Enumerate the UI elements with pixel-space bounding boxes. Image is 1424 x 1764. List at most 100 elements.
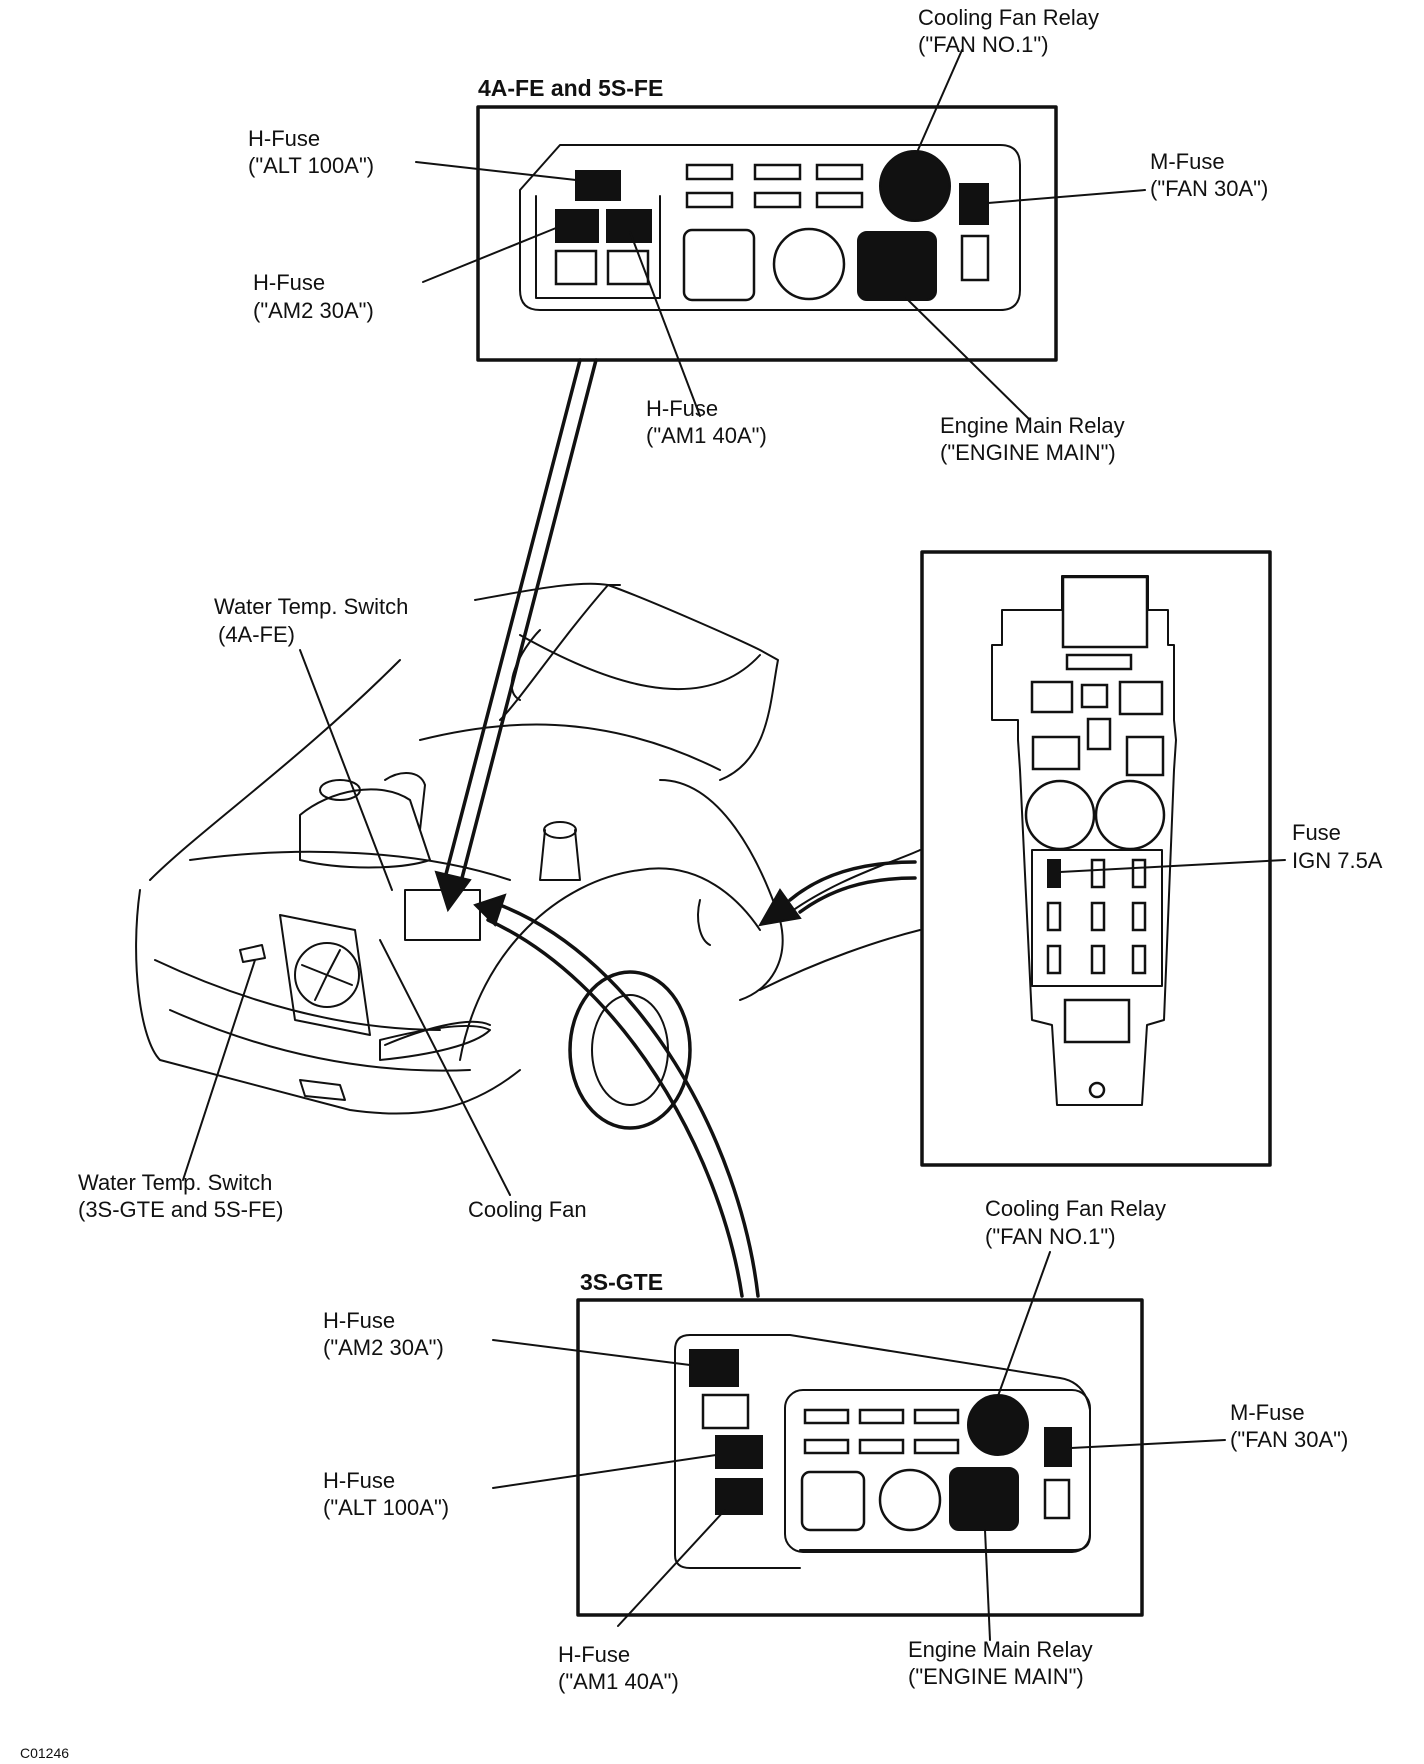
top-engine-main-relay-label: Engine Main Relay (940, 413, 1125, 438)
top-panel-frame (476, 105, 1058, 362)
arrow-top-panel-shaft-a (443, 358, 582, 880)
junction-connector (1080, 683, 1109, 709)
bottom-m-fuse-code: ("FAN 30A") (1230, 1427, 1348, 1452)
top-spare-slot-2 (606, 249, 650, 286)
junction-fuse (1131, 944, 1147, 975)
top-h-fuse-alt-label: H-Fuse (248, 126, 320, 151)
car-illustration (135, 582, 921, 1130)
bottom-fuse-alt-100a (715, 1435, 763, 1469)
cooling-fan-label: Cooling Fan (468, 1197, 587, 1222)
bottom-small-fuse-slot (1043, 1478, 1071, 1520)
top-mini-fuse (815, 191, 864, 209)
top-m-fuse-code: ("FAN 30A") (1150, 176, 1268, 201)
front-bumper (135, 889, 521, 1115)
top-h-fuse-am1-code: ("AM1 40A") (646, 423, 767, 448)
windshield-base (519, 634, 761, 690)
arrow-top-panel-shaft-b (460, 358, 598, 880)
top-h-fuse-am2-code: ("AM2 30A") (253, 298, 374, 323)
bottom-labels: Cooling Fan Relay ("FAN NO.1") M-Fuse ("… (323, 1196, 1348, 1694)
water-temp-switch-sensor (239, 944, 266, 963)
battery (404, 889, 481, 941)
water-temp-switch-4afe-label: Water Temp. Switch (214, 594, 408, 619)
bottom-relay-block-outline (784, 1389, 1091, 1553)
top-relay-socket (682, 228, 756, 302)
junction-fuse (1090, 858, 1106, 889)
top-fuse-am2-30a (555, 209, 599, 243)
bottom-engine-main-relay-label: Engine Main Relay (908, 1637, 1093, 1662)
bottom-panel-frame (576, 1298, 1144, 1617)
bottom-cooling-fan-relay-label: Cooling Fan Relay (985, 1196, 1166, 1221)
reservoir-cap (543, 821, 577, 839)
bottom-fuse-am1-40a (715, 1478, 763, 1515)
junction-fuse (1131, 901, 1147, 932)
arrow-side-panel-shaft-b (798, 876, 917, 914)
top-engine-main-relay-code: ("ENGINE MAIN") (940, 440, 1116, 465)
bottom-mini-fuse (858, 1408, 905, 1425)
bottom-mini-fuse (913, 1408, 960, 1425)
bottom-h-fuse-am1-label: H-Fuse (558, 1642, 630, 1667)
junction-slot (1086, 717, 1112, 751)
sill-line (759, 929, 921, 991)
arrow-top-panel-head (434, 870, 472, 913)
top-small-fuse-slot (960, 234, 990, 282)
body-side-line (779, 849, 921, 921)
intake (384, 772, 426, 831)
bottom-h-fuse-am2-code: ("AM2 30A") (323, 1335, 444, 1360)
bottom-engine-main-relay (949, 1467, 1019, 1531)
car-callout-lines (182, 649, 511, 1196)
fog-light (299, 1079, 346, 1101)
top-fuse-holder-outline (535, 195, 661, 299)
radiator (279, 914, 371, 1036)
top-panel-header: 4A-FE and 5S-FE (478, 75, 663, 101)
side-marker (697, 899, 711, 946)
fuse-ign-code: IGN 7.5A (1292, 848, 1383, 873)
top-mini-fuse (753, 163, 802, 181)
top-round-relay-socket (772, 227, 846, 301)
cowl-line (419, 723, 721, 771)
top-m-fuse-fan (959, 183, 989, 225)
water-temp-switch-3sgte-label: Water Temp. Switch (78, 1170, 272, 1195)
bottom-m-fuse-label: M-Fuse (1230, 1400, 1305, 1425)
arrow-bottom-panel-shaft-a (486, 918, 744, 1298)
top-spare-slot-1 (554, 249, 598, 286)
hood-edge-left (149, 659, 401, 881)
junction-connector (1030, 680, 1074, 714)
top-relay-block-outline (519, 144, 1021, 311)
bottom-spare-slot (701, 1393, 750, 1430)
bottom-panel: 3S-GTE (576, 1269, 1144, 1617)
car-labels: Water Temp. Switch (4A-FE) Water Temp. S… (78, 594, 587, 1222)
side-panel-frame (920, 550, 1272, 1167)
pointer-arrows (434, 358, 917, 1298)
windshield-top (474, 582, 621, 601)
junction-round-relay (1024, 779, 1096, 851)
junction-relay (1061, 575, 1149, 649)
fan-blades (301, 949, 353, 1001)
fuse-ign-label: Fuse (1292, 820, 1341, 845)
figure-code: C01246 (20, 1745, 69, 1761)
bottom-callout-lines (492, 1251, 1226, 1641)
side-panel (920, 550, 1286, 1167)
wheel-hub (591, 994, 669, 1106)
junction-mount-hole (1088, 1081, 1106, 1099)
top-fuse-alt-100a (575, 170, 621, 201)
windshield-pillar (499, 584, 609, 721)
bottom-cooling-fan-relay-code: ("FAN NO.1") (985, 1224, 1116, 1249)
grille-top (384, 1020, 491, 1046)
bottom-mini-fuse (858, 1438, 905, 1455)
top-mini-fuse (815, 163, 864, 181)
top-callout-lines (415, 49, 1146, 421)
bottom-engine-main-relay-code: ("ENGINE MAIN") (908, 1664, 1084, 1689)
junction-connector (1125, 735, 1165, 777)
bottom-fuse-am2-30a (689, 1349, 739, 1387)
reservoir (539, 829, 581, 881)
top-h-fuse-alt-code: ("ALT 100A") (248, 153, 374, 178)
top-cooling-fan-relay-label: Cooling Fan Relay (918, 5, 1099, 30)
junction-fuse (1131, 858, 1147, 889)
junction-connector (1031, 735, 1081, 771)
fuse-ign-7-5a (1047, 859, 1061, 888)
junction-fuse (1090, 944, 1106, 975)
top-mini-fuse (685, 163, 734, 181)
top-panel: 4A-FE and 5S-FE (476, 75, 1058, 362)
junction-block-outline (991, 575, 1177, 1106)
